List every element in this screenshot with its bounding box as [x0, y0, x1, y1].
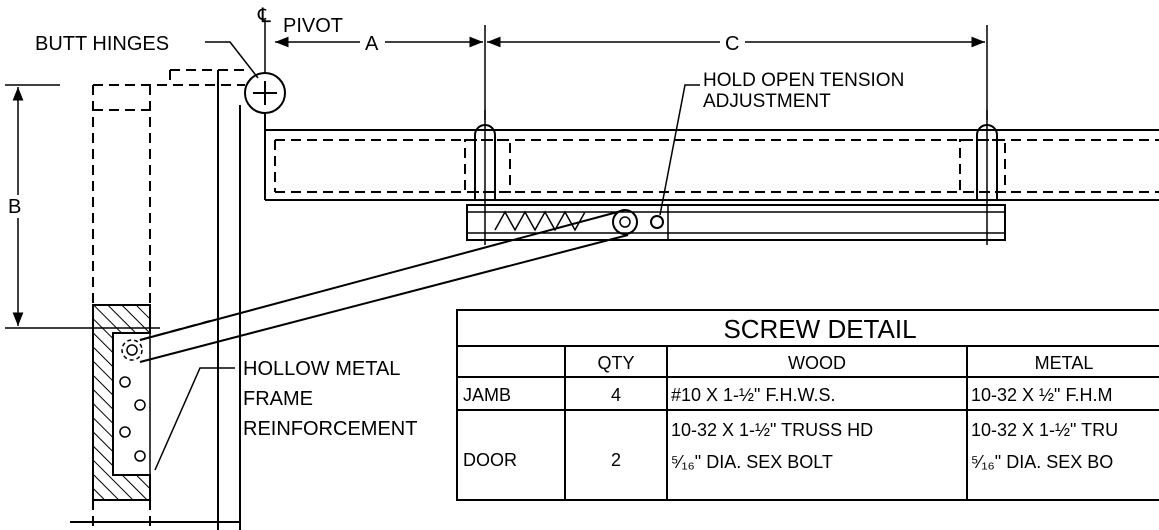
- closer-arm: [139, 209, 664, 363]
- table-row-door-wood-line1: 10-32 X 1-½" TRUSS HD: [671, 420, 873, 440]
- hollow-frame-label-line1: HOLLOW METAL: [243, 358, 400, 380]
- hold-open-label-line2: ADJUSTMENT: [703, 91, 831, 112]
- dimension-a-label: A: [365, 33, 379, 55]
- pivot-centerline-symbol: ℄: [257, 5, 271, 27]
- table-row-jamb-metal: 10-32 X ½" F.H.M: [971, 385, 1112, 405]
- table-row-door-metal-line1: 10-32 X 1-½" TRU: [971, 420, 1118, 440]
- hollow-frame-label-line2: FRAME: [243, 388, 313, 410]
- table-header-metal: METAL: [1035, 353, 1094, 373]
- table-row-door-qty: 2: [611, 450, 621, 470]
- door-pivot-left: [464, 110, 511, 245]
- table-row-door-wood-line2: ⁵⁄₁₆" DIA. SEX BOLT: [671, 452, 833, 472]
- door-body: [264, 113, 1159, 201]
- table-row-door-name: DOOR: [463, 450, 517, 470]
- jamb-frame: [70, 69, 245, 530]
- screw-detail-table: SCREW DETAIL QTY WOOD METAL JAMB 4 #10 X…: [456, 309, 1159, 501]
- dimension-lines: [5, 25, 988, 329]
- dimension-c-label: C: [725, 33, 739, 55]
- leader-lines: [154, 41, 700, 471]
- table-row-jamb-name: JAMB: [463, 385, 511, 405]
- table-title: SCREW DETAIL: [723, 314, 916, 344]
- pivot-label: PIVOT: [283, 15, 343, 37]
- table-row-jamb-wood: #10 X 1-½" F.H.W.S.: [671, 385, 835, 405]
- dimension-b-label: B: [8, 196, 21, 218]
- hollow-frame-label-line3: REINFORCEMENT: [243, 418, 417, 440]
- closer-body: [466, 204, 1006, 241]
- table-row-door-metal-line2: ⁵⁄₁₆" DIA. SEX BO: [971, 452, 1113, 472]
- door-pivot-right: [959, 110, 1006, 245]
- pivot-symbol: [244, 20, 286, 114]
- table-header-wood: WOOD: [788, 353, 846, 373]
- hold-open-label-line1: HOLD OPEN TENSION: [703, 70, 904, 91]
- frame-reinforcement: [92, 304, 151, 501]
- table-header-qty: QTY: [597, 353, 634, 373]
- table-row-jamb-qty: 4: [611, 385, 621, 405]
- butt-hinges-label: BUTT HINGES: [35, 33, 169, 55]
